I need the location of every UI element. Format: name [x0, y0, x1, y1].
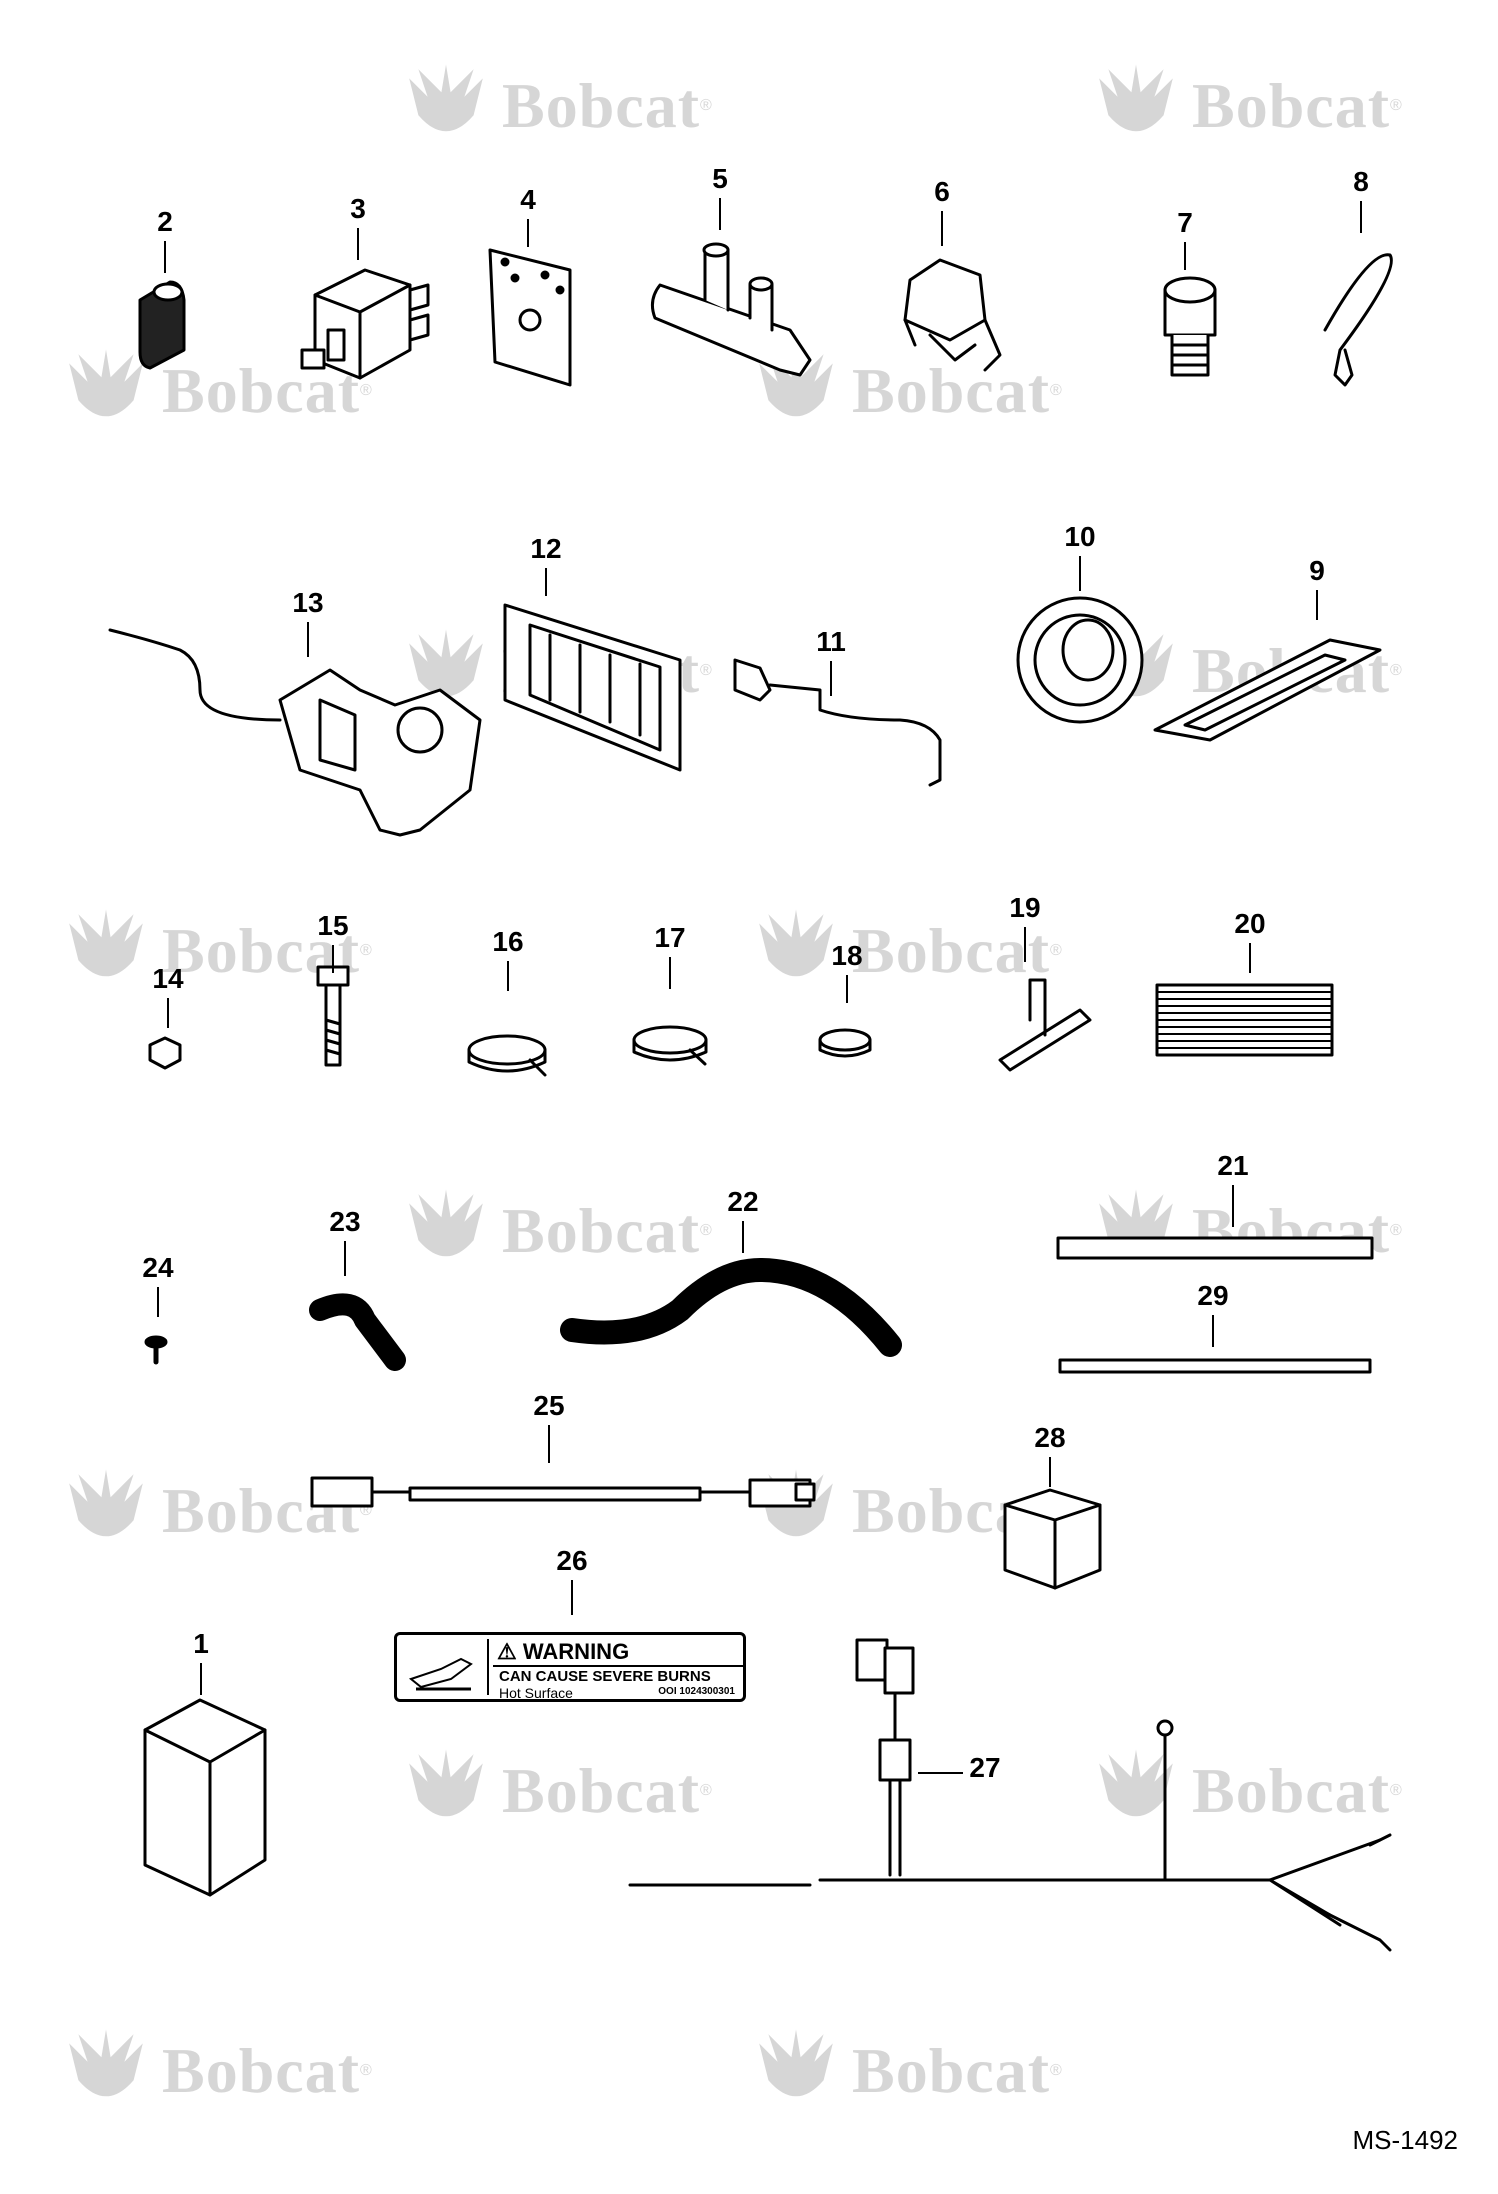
bobcat-logo-icon	[409, 629, 483, 697]
watermark: Bobcat®	[1090, 60, 1402, 152]
part-23-hose	[309, 1293, 406, 1371]
part-29-strip	[1058, 1358, 1372, 1374]
part-5-tee-fitting	[650, 242, 812, 377]
part-3-rotary-switch	[300, 268, 430, 380]
callout-17: 17	[654, 922, 686, 953]
watermark-text: Bobcat	[1192, 70, 1390, 141]
watermark-text: Bobcat	[852, 2035, 1050, 2106]
watermark: Bobcat®	[750, 905, 1062, 997]
callout-8: 8	[1353, 166, 1369, 197]
part-18-hose-clamp	[818, 1028, 872, 1058]
watermark: Bobcat®	[400, 60, 712, 152]
bobcat-logo-icon	[69, 1469, 143, 1537]
callout-16: 16	[492, 926, 524, 957]
bobcat-logo-icon	[1099, 64, 1173, 132]
decal-part-code: OOI 1024300301	[658, 1686, 735, 1697]
callout-5: 5	[712, 163, 728, 194]
decal-line-1: CAN CAUSE SEVERE BURNS	[499, 1668, 711, 1685]
warning-triangle-icon: ⚠	[497, 1639, 517, 1664]
part-19-tee	[998, 978, 1092, 1072]
bobcat-logo-icon	[1099, 1749, 1173, 1817]
callout-11: 11	[816, 626, 846, 657]
part-9-gasket	[1153, 638, 1382, 742]
callout-29: 29	[1197, 1280, 1229, 1311]
watermark-text: Bobcat	[852, 355, 1050, 426]
decal-line-2: Hot Surface	[499, 1685, 573, 1701]
watermark: Bobcat®	[1090, 1745, 1402, 1837]
watermark-text: Bobcat	[852, 915, 1050, 986]
callout-7: 7	[1177, 207, 1193, 238]
watermark: Bobcat®	[400, 1745, 712, 1837]
part-26-warning-decal: ⚠ WARNING CAN CAUSE SEVERE BURNS Hot Sur…	[394, 1632, 746, 1702]
part-28-relay	[1003, 1488, 1102, 1590]
watermark-text: Bobcat	[162, 355, 360, 426]
part-14-nut	[148, 1036, 182, 1070]
drawing-code: MS-1492	[1352, 2125, 1459, 2155]
watermark: Bobcat®	[400, 1185, 712, 1277]
part-7-fitting	[1163, 276, 1217, 377]
callout-23: 23	[329, 1206, 361, 1237]
callout-27: 27	[969, 1752, 1001, 1783]
callout-18: 18	[831, 940, 863, 971]
watermark: Bobcat®	[750, 2025, 1062, 2117]
part-10-round-vent	[1016, 596, 1144, 724]
part-13-blower	[108, 628, 482, 837]
part-4-plate	[488, 248, 572, 387]
callout-25: 25	[533, 1390, 565, 1421]
part-27-harness	[628, 1638, 1392, 1952]
callout-6: 6	[934, 176, 950, 207]
part-16-hose-clamp	[467, 1034, 547, 1077]
watermark: Bobcat®	[60, 345, 372, 437]
callout-21: 21	[1217, 1150, 1249, 1181]
part-21-strip	[1056, 1236, 1374, 1260]
callout-2: 2	[157, 206, 173, 237]
decal-header: ⚠ WARNING	[497, 1639, 630, 1664]
callout-10: 10	[1064, 521, 1096, 552]
part-15-bolt	[316, 965, 350, 1067]
part-12-vent	[503, 603, 682, 772]
part-8-cable-tie	[1323, 253, 1393, 387]
bobcat-logo-icon	[409, 1189, 483, 1257]
watermark-text: Bobcat	[502, 1195, 700, 1266]
callout-24: 24	[142, 1252, 174, 1283]
callout-28: 28	[1034, 1422, 1066, 1453]
bobcat-logo-icon	[69, 2029, 143, 2097]
part-24-screw	[144, 1335, 168, 1365]
callout-14: 14	[152, 963, 184, 994]
callout-3: 3	[350, 193, 366, 224]
callout-13: 13	[292, 587, 324, 618]
callout-20: 20	[1234, 908, 1266, 939]
bobcat-logo-icon	[69, 349, 143, 417]
bobcat-logo-icon	[409, 64, 483, 132]
bobcat-logo-icon	[69, 909, 143, 977]
bobcat-logo-icon	[759, 2029, 833, 2097]
watermark-text: Bobcat	[502, 1755, 700, 1826]
watermark: Bobcat®	[60, 2025, 372, 2117]
part-25-harness	[310, 1476, 816, 1508]
part-20-bellows	[1155, 983, 1334, 1057]
part-1-box	[143, 1698, 267, 1897]
watermark-text: Bobcat	[502, 70, 700, 141]
callout-9: 9	[1309, 555, 1325, 586]
part-2-knob	[138, 280, 186, 370]
callout-12: 12	[530, 533, 562, 564]
callout-19: 19	[1009, 892, 1041, 923]
callout-1: 1	[193, 1628, 209, 1659]
bobcat-logo-icon	[409, 1749, 483, 1817]
callout-4: 4	[520, 184, 536, 215]
callout-26: 26	[556, 1545, 588, 1576]
part-17-hose-clamp	[632, 1025, 708, 1066]
part-22-hose	[560, 1258, 902, 1357]
part-6-valve	[903, 258, 1002, 372]
callout-15: 15	[317, 910, 349, 941]
watermark-text: Bobcat	[162, 2035, 360, 2106]
watermark-text: Bobcat	[1192, 1755, 1390, 1826]
callout-22: 22	[727, 1186, 759, 1217]
hand-burn-icon	[401, 1639, 489, 1695]
part-11-tube	[733, 658, 942, 787]
bobcat-logo-icon	[759, 909, 833, 977]
